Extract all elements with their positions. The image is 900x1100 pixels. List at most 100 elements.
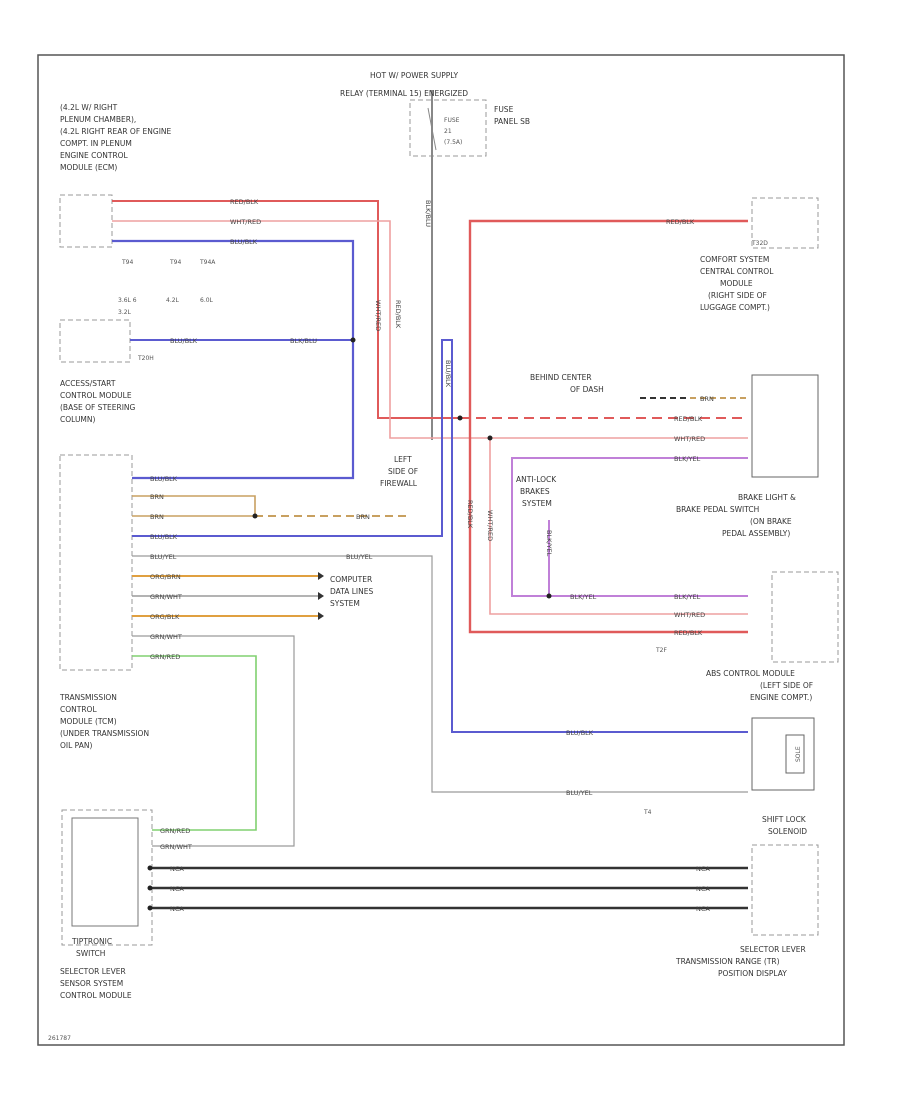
label-left-side-3: FIREWALL: [380, 479, 418, 488]
label-fuse-panel-2: PANEL SB: [494, 117, 530, 126]
wire-label-brn: BRN: [700, 395, 714, 403]
wire-label-nca-4: NCA: [696, 865, 710, 873]
label-left-side-1: LEFT: [394, 455, 412, 464]
wire-label-vert-blk-blu: BLK/BLU: [424, 200, 432, 227]
label-tcm-5: OIL PAN): [60, 741, 92, 750]
ecm-connector-box: [59, 194, 113, 248]
wire-label-blk-yel-abs-2: BLK/YEL: [674, 593, 701, 601]
wire-green: [132, 655, 257, 831]
label-ecm-2: PLENUM CHAMBER),: [60, 115, 136, 124]
wire-label-red-blk-abs: RED/BLK: [674, 629, 703, 637]
label-eng-b: 4.2L: [166, 297, 180, 304]
wire-gray-3: [132, 635, 295, 847]
label-t20h: T20H: [137, 355, 154, 362]
label-access-4: COLUMN): [60, 415, 96, 424]
wire-label-blu-blk-shift: BLU/BLK: [566, 729, 594, 737]
wire-label-brn-3: BRN: [356, 513, 370, 521]
wire-label-blu-blk: BLU/BLK: [230, 238, 258, 246]
display-box: [751, 844, 819, 936]
wire-label-vert-wht-red-2: WHT/RED: [486, 510, 494, 541]
label-abs-2: (LEFT SIDE OF: [760, 681, 813, 690]
wire-lightred-ecm: [112, 220, 748, 439]
tcm-box: [59, 454, 133, 671]
label-t2f: T2F: [655, 647, 667, 654]
wire-label-vert-wht-red: WHT/RED: [374, 300, 382, 331]
wire-purple: [511, 457, 748, 597]
wire-label-grn-red-sel: GRN/RED: [160, 827, 190, 835]
label-antilock-2: BRAKES: [520, 487, 550, 496]
wire-labels: RED/BLK WHT/RED BLU/BLK BLU/BLK BLK/BLU …: [150, 198, 714, 913]
wire-lightred-abs: [489, 438, 748, 615]
label-left-side-2: SIDE OF: [388, 467, 418, 476]
label-abs-1: ABS CONTROL MODULE: [706, 669, 795, 678]
wire-label-nca-2: NCA: [170, 885, 184, 893]
label-disp-2: TRANSMISSION RANGE (TR): [675, 957, 780, 966]
label-fuse-1: FUSE: [444, 117, 460, 124]
wire-label-blu-yel: BLU/YEL: [150, 553, 177, 561]
brake-switch-box: [751, 374, 819, 478]
wire-label-grn-wht: GRN/WHT: [150, 593, 182, 601]
label-fuse-2: 21: [444, 128, 452, 135]
label-shift-1: SHIFT LOCK: [762, 815, 807, 824]
label-access-1: ACCESS/START: [60, 379, 116, 388]
label-brake-2: BRAKE PEDAL SWITCH: [676, 505, 759, 514]
wire-label-nca-1: NCA: [170, 865, 184, 873]
label-abs-3: ENGINE COMPT.): [750, 693, 812, 702]
wire-label-wht-red: WHT/RED: [230, 218, 261, 226]
label-access-2: CONTROL MODULE: [60, 391, 132, 400]
label-fuse-panel-1: FUSE: [494, 105, 514, 114]
solenoid-inner: [785, 734, 805, 774]
label-relay: RELAY (TERMINAL 15) ENERGIZED: [340, 89, 468, 98]
wire-label-brn-1: BRN: [150, 493, 164, 501]
wire-label-blk-yel: BLK/YEL: [674, 455, 701, 463]
splice-dots: [147, 337, 552, 911]
wire-label-vert-blu-blk: BLU/BLK: [444, 360, 452, 388]
label-comfort-5: LUGGAGE COMPT.): [700, 303, 770, 312]
wire-label-org-brn: ORG/BRN: [150, 573, 181, 581]
selector-module-box: [61, 809, 153, 946]
label-ecm-6: MODULE (ECM): [60, 163, 117, 172]
label-sel-2: SENSOR SYSTEM: [60, 979, 123, 988]
label-t94-a: T94: [121, 259, 133, 266]
label-tip-2: SWITCH: [76, 949, 105, 958]
label-sel-1: SELECTOR LEVER: [60, 967, 126, 976]
label-hot-supply: HOT W/ POWER SUPPLY: [370, 71, 458, 80]
shift-lock-box: [751, 717, 815, 791]
label-behind-1: BEHIND CENTER: [530, 373, 592, 382]
label-fuse-3: (7.5A): [444, 139, 462, 146]
label-computer-1: COMPUTER: [330, 575, 372, 584]
label-tcm-1: TRANSMISSION: [59, 693, 117, 702]
wire-red-ecm: [112, 200, 460, 419]
wire-label-blk-yel-abs: BLK/YEL: [570, 593, 597, 601]
wire-label-vert-red-blk-2: RED/BLK: [466, 500, 474, 529]
wire-gray-tcm: [132, 555, 748, 793]
label-antilock-3: SYSTEM: [522, 499, 552, 508]
label-sel-3: CONTROL MODULE: [60, 991, 132, 1000]
wire-red-comfort: [468, 219, 748, 634]
arrowheads: [318, 572, 324, 620]
label-computer-2: DATA LINES: [330, 587, 373, 596]
wire-label-blu-yel-shift: BLU/YEL: [566, 789, 593, 797]
label-solenoid-box: SOLE: [795, 746, 802, 762]
wire-label-blk-blu: BLK/BLU: [290, 337, 317, 345]
comfort-module-box: [751, 197, 819, 249]
wire-label-wht-red-abs: WHT/RED: [674, 611, 705, 619]
label-footer: 261787: [48, 1035, 71, 1042]
wire-label-red-blk-brake: RED/BLK: [674, 415, 703, 423]
wire-blue-ecm: [112, 239, 355, 480]
label-brake-4: PEDAL ASSEMBLY): [722, 529, 790, 538]
wire-label-nca-5: NCA: [696, 885, 710, 893]
label-comfort-t: T32D: [751, 240, 768, 247]
wire-label-vert-red-blk: RED/BLK: [394, 300, 402, 329]
label-brake-1: BRAKE LIGHT &: [738, 493, 796, 502]
label-ecm-1: (4.2L W/ RIGHT: [60, 103, 118, 112]
wire-label-wht-red-brake: WHT/RED: [674, 435, 705, 443]
label-comfort-3: MODULE: [720, 279, 753, 288]
wire-label-grn-wht-2: GRN/WHT: [150, 633, 182, 641]
labels: HOT W/ POWER SUPPLY RELAY (TERMINAL 15) …: [48, 71, 813, 1042]
wire-label-vert-blk-yel: BLK/YEL: [545, 530, 553, 557]
wire-label-blu-blk-2: BLU/BLK: [150, 533, 178, 541]
label-comfort-2: CENTRAL CONTROL: [700, 267, 774, 276]
label-eng-d: 3.2L: [118, 309, 132, 316]
label-brake-3: (ON BRAKE: [750, 517, 792, 526]
